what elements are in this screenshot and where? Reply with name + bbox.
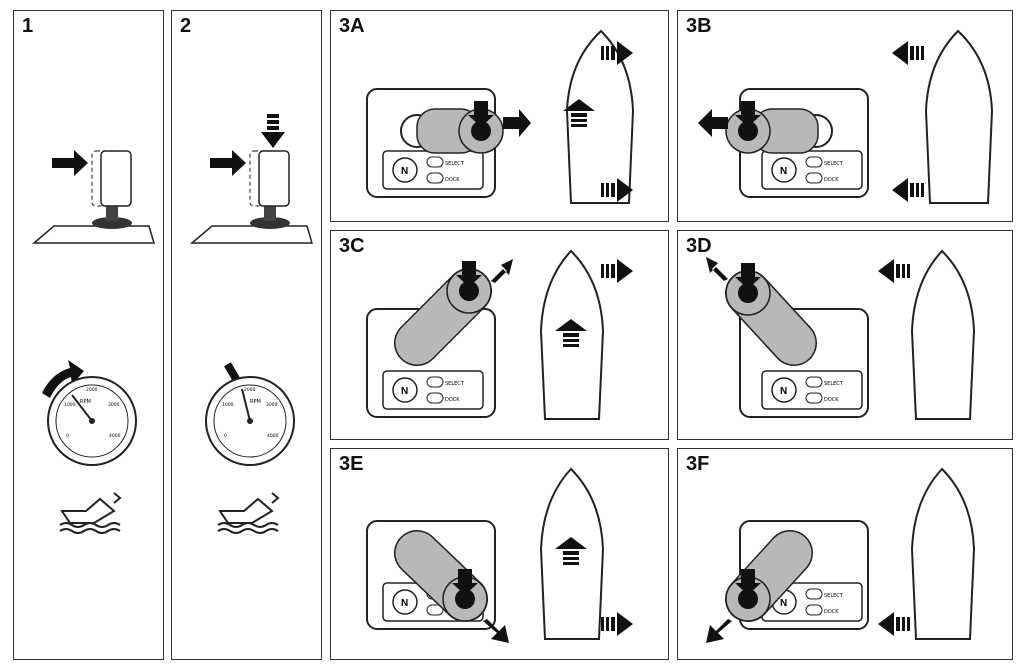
boat-speed-icon	[59, 492, 122, 534]
panel-1: 1 RPM 0 1000 2000 30	[13, 10, 164, 660]
neutral-label: N	[780, 598, 787, 609]
throttle-curved-arrow-icon	[42, 360, 84, 398]
tach-unit-label: RPM	[250, 399, 261, 405]
lever-direction-arrow-icon	[706, 257, 728, 281]
tach-tick-2000: 2000	[244, 387, 256, 393]
forward-arrow-icon	[563, 99, 595, 127]
tach-unit-label: RPM	[80, 399, 91, 405]
joystick-lever-icon	[394, 530, 488, 622]
panel-3a: 3A N SELECT DOCK	[330, 10, 669, 222]
stern-thrust-right-arrow-icon	[601, 612, 633, 636]
neutral-label: N	[401, 166, 408, 177]
joystick-base-icon	[189, 203, 314, 244]
push-right-arrow-icon	[210, 150, 246, 176]
select-button-label: SELECT	[445, 381, 465, 387]
panel-3a-drawing: N SELECT DOCK	[366, 29, 635, 204]
lever-direction-arrow-icon	[706, 619, 732, 643]
bow-thrust-right-arrow-icon	[601, 41, 633, 65]
dock-button-label: DOCK	[445, 177, 460, 183]
tach-tick-3000: 3000	[266, 402, 278, 408]
joystick-lever-icon	[725, 263, 817, 366]
stern-thrust-right-arrow-icon	[601, 178, 633, 202]
panel-1-drawing: RPM 0 1000 2000 3000 4000	[31, 150, 156, 534]
stern-thrust-left-arrow-icon	[878, 612, 910, 636]
bow-thrust-right-arrow-icon	[601, 259, 633, 283]
panel-label-2: 2	[180, 15, 192, 37]
press-down-arrow-icon	[261, 114, 285, 148]
panel-3e: 3E N SELECT DOCK	[330, 448, 669, 660]
panel-label-3d: 3D	[686, 235, 712, 257]
tachometer-gauge-icon: RPM 0 1000 2000 3000 4000	[47, 376, 137, 466]
boat-outline-icon	[910, 467, 976, 640]
panel-label-3e: 3E	[339, 453, 364, 475]
panel-3c-drawing: N SELECT DOCK	[366, 249, 633, 420]
tach-tick-4000: 4000	[109, 433, 121, 439]
lever-direction-arrow-icon	[698, 109, 728, 137]
lever-direction-arrow-icon	[503, 109, 531, 137]
tach-tick-0: 0	[66, 433, 69, 439]
joystick-lever-icon	[725, 101, 819, 154]
dock-button-label: DOCK	[824, 609, 839, 615]
select-button-label: SELECT	[824, 381, 844, 387]
panel-label-1: 1	[22, 15, 34, 37]
panel-3b-drawing: N SELECT DOCK	[698, 29, 994, 204]
tach-tick-1000: 1000	[64, 402, 76, 408]
panel-3d-drawing: N SELECT DOCK	[706, 249, 976, 420]
lever-direction-arrow-icon	[483, 619, 509, 643]
select-button-label: SELECT	[824, 593, 844, 599]
tach-tick-3000: 3000	[108, 402, 120, 408]
select-button-label: SELECT	[445, 161, 465, 167]
panel-3d: 3D N SELECT DOCK	[677, 230, 1013, 440]
joystick-handle-icon	[249, 150, 290, 207]
boat-speed-icon	[217, 492, 280, 534]
forward-arrow-icon	[555, 537, 587, 565]
panel-label-3a: 3A	[339, 15, 365, 37]
tach-tick-4000: 4000	[267, 433, 279, 439]
tachometer-gauge-icon: RPM 0 1000 2000 3000 4000	[205, 376, 295, 466]
joystick-base-icon	[31, 203, 156, 244]
joystick-lever-icon	[725, 530, 813, 622]
neutral-label: N	[401, 598, 408, 609]
idle-marker-icon	[224, 362, 240, 382]
panel-3f: 3F N SELECT DOCK	[677, 448, 1013, 660]
panel-2: 2 RPM 0 1000	[171, 10, 322, 660]
panel-3b: 3B N SELECT DOCK	[677, 10, 1013, 222]
panel-2-drawing: RPM 0 1000 2000 3000 4000	[189, 114, 314, 534]
tach-tick-2000: 2000	[86, 387, 98, 393]
forward-arrow-icon	[555, 319, 587, 347]
tach-tick-1000: 1000	[222, 402, 234, 408]
tach-tick-0: 0	[224, 433, 227, 439]
panel-label-3c: 3C	[339, 235, 365, 257]
dock-button-label: DOCK	[445, 397, 460, 403]
dock-button-label: DOCK	[824, 177, 839, 183]
dock-button-label: DOCK	[824, 397, 839, 403]
select-button-label: SELECT	[824, 161, 844, 167]
bow-thrust-left-arrow-icon	[892, 41, 924, 65]
panel-label-3b: 3B	[686, 15, 712, 37]
panel-3e-drawing: N SELECT DOCK	[366, 467, 633, 643]
panel-3f-drawing: N SELECT DOCK	[706, 467, 976, 643]
boat-outline-icon	[565, 29, 635, 204]
stern-thrust-left-arrow-icon	[892, 178, 924, 202]
boat-outline-icon	[910, 249, 976, 420]
lever-direction-arrow-icon	[491, 259, 513, 283]
joystick-lever-icon	[416, 101, 504, 154]
neutral-label: N	[780, 386, 787, 397]
panel-3c: 3C N SELECT DOCK	[330, 230, 669, 440]
panel-label-3f: 3F	[686, 453, 710, 475]
neutral-label: N	[401, 386, 408, 397]
joystick-lever-icon	[394, 261, 492, 366]
neutral-label: N	[780, 166, 787, 177]
push-right-arrow-icon	[52, 150, 88, 176]
joystick-handle-icon	[91, 150, 132, 207]
bow-thrust-left-arrow-icon	[878, 259, 910, 283]
boat-outline-icon	[924, 29, 994, 204]
